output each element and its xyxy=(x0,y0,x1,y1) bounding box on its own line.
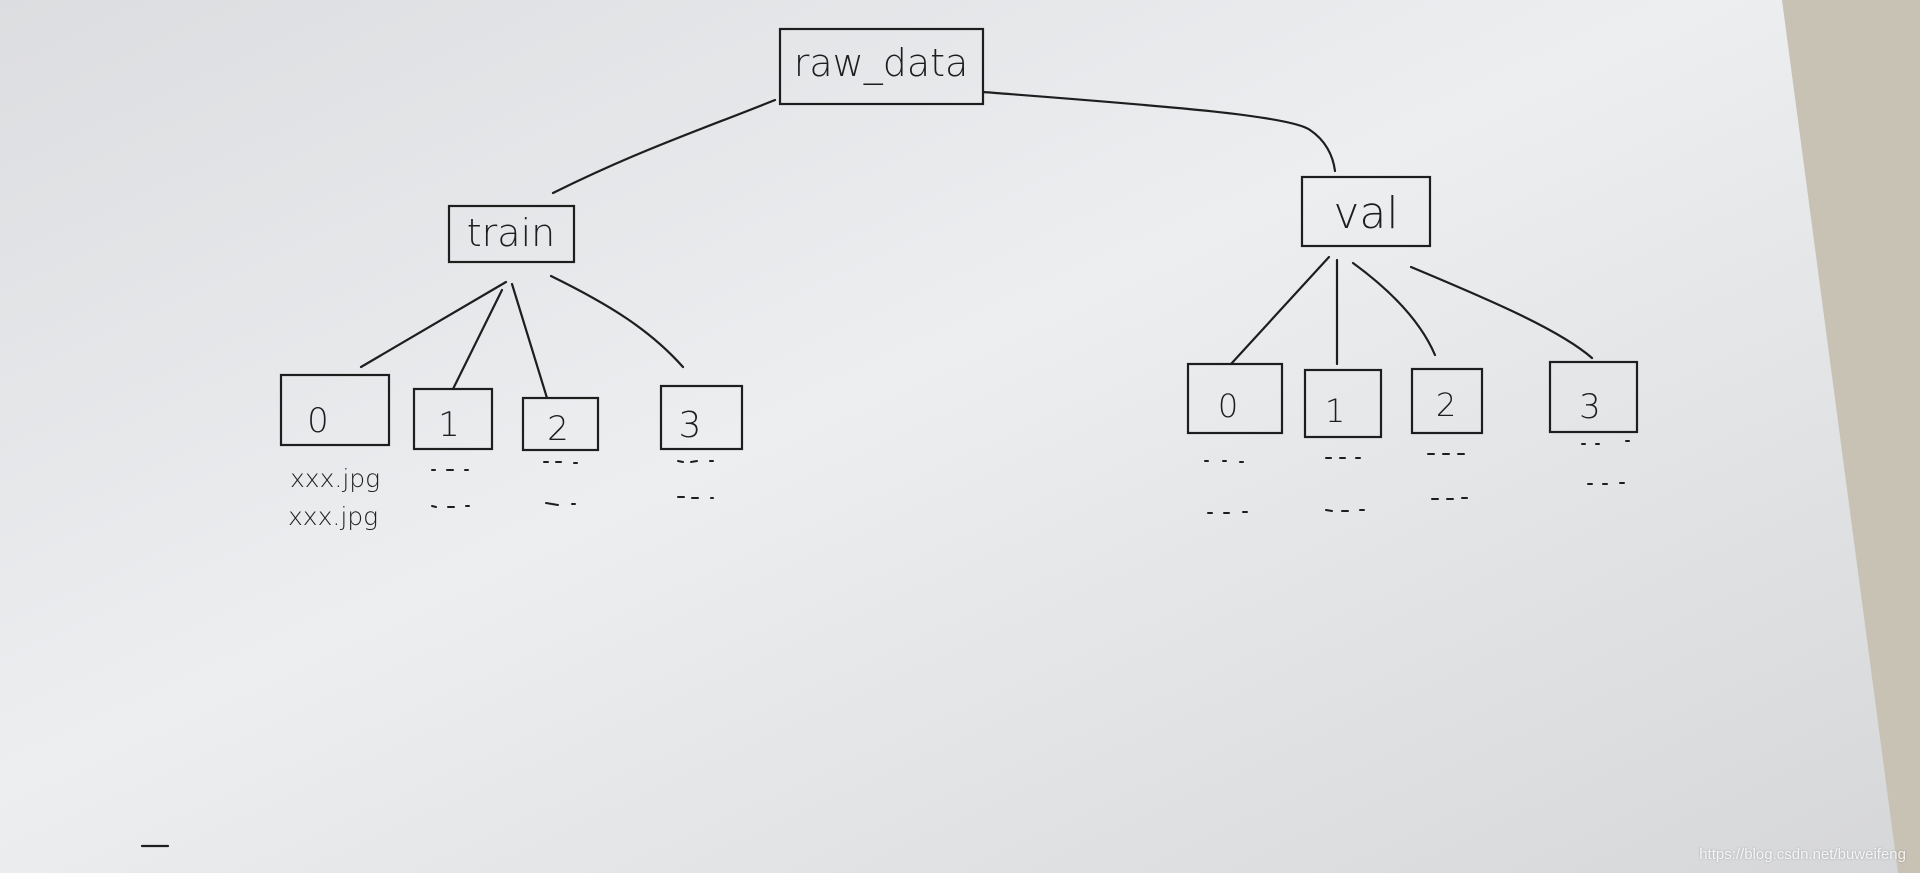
edge-train-1 xyxy=(451,288,504,391)
node-box-train xyxy=(447,204,576,264)
node-label-train: train xyxy=(467,211,555,255)
node-box-val-2 xyxy=(1410,367,1484,435)
edge-train-0 xyxy=(359,280,508,369)
edge-root-val xyxy=(981,90,1337,173)
node-label-train-0: 0 xyxy=(307,401,329,441)
edge-val-0 xyxy=(1229,255,1331,366)
node-box-train-3 xyxy=(659,384,744,451)
node-label-val-3: 3 xyxy=(1579,387,1601,427)
edge-train-3 xyxy=(549,274,685,369)
node-box-train-1 xyxy=(412,387,494,451)
node-box-train-2 xyxy=(521,396,600,452)
node-box-raw-data xyxy=(778,27,985,106)
edge-val-2 xyxy=(1351,261,1437,357)
node-box-val-1 xyxy=(1303,368,1383,439)
ellipsis-marks xyxy=(431,440,1630,514)
edge-train-2 xyxy=(510,282,549,400)
node-box-val-3 xyxy=(1548,360,1639,434)
node-box-val-0 xyxy=(1186,362,1284,435)
node-label-train-2: 2 xyxy=(547,409,569,449)
node-box-val xyxy=(1300,175,1432,248)
node-label-train-3: 3 xyxy=(679,405,702,446)
file-example-1: xxx.jpg xyxy=(290,464,380,493)
node-box-train-0 xyxy=(279,373,391,447)
node-label-val-1: 1 xyxy=(1325,392,1345,430)
node-label-val-0: 0 xyxy=(1218,387,1238,425)
watermark: https://blog.csdn.net/buweifeng xyxy=(1699,846,1906,863)
edge-root-train xyxy=(551,98,777,195)
node-label-raw-data: raw_data xyxy=(794,41,969,86)
node-label-val: val xyxy=(1333,188,1398,239)
node-label-val-2: 2 xyxy=(1436,386,1456,424)
file-example-2: xxx.jpg xyxy=(288,502,378,531)
edge-val-3 xyxy=(1409,265,1594,360)
node-label-train-1: 1 xyxy=(438,405,460,445)
